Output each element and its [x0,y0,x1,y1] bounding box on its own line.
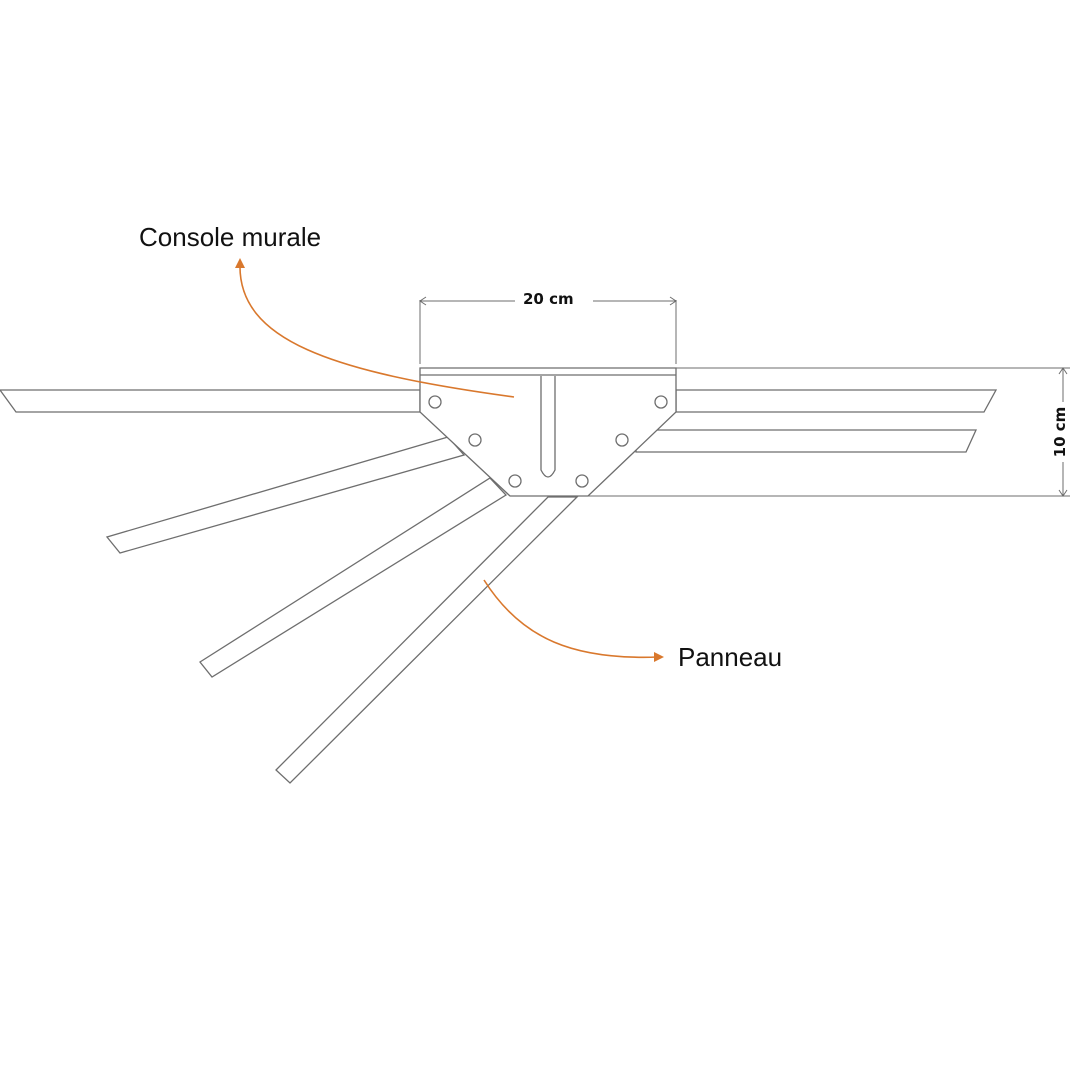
panel-right-top [675,389,998,413]
height-dimension-line [588,367,1070,497]
screw-hole [615,433,629,447]
width-dimension-label: 20 cm [523,290,574,308]
panel-bottom-steep [275,496,579,784]
screw-hole [428,395,442,409]
console-center-slot [540,376,556,478]
console-arrowhead-icon [235,258,245,268]
height-dimension-label: 10 cm [1051,406,1069,458]
console-label: Console murale [139,222,322,252]
screw-hole [468,433,482,447]
panel-leader-arrow [483,579,659,659]
width-dimension-line [419,296,677,364]
panel-left [0,389,421,413]
screw-hole [508,474,522,488]
panel-right-lower [635,429,978,453]
panel-label: Panneau [678,642,783,672]
panel-arrowhead-icon [654,652,664,662]
panel-bottom-shallow [105,436,466,554]
screw-hole [575,474,589,488]
screw-hole [654,395,668,409]
panel-bottom-mid [199,477,508,678]
console-leader-arrow [239,263,515,398]
